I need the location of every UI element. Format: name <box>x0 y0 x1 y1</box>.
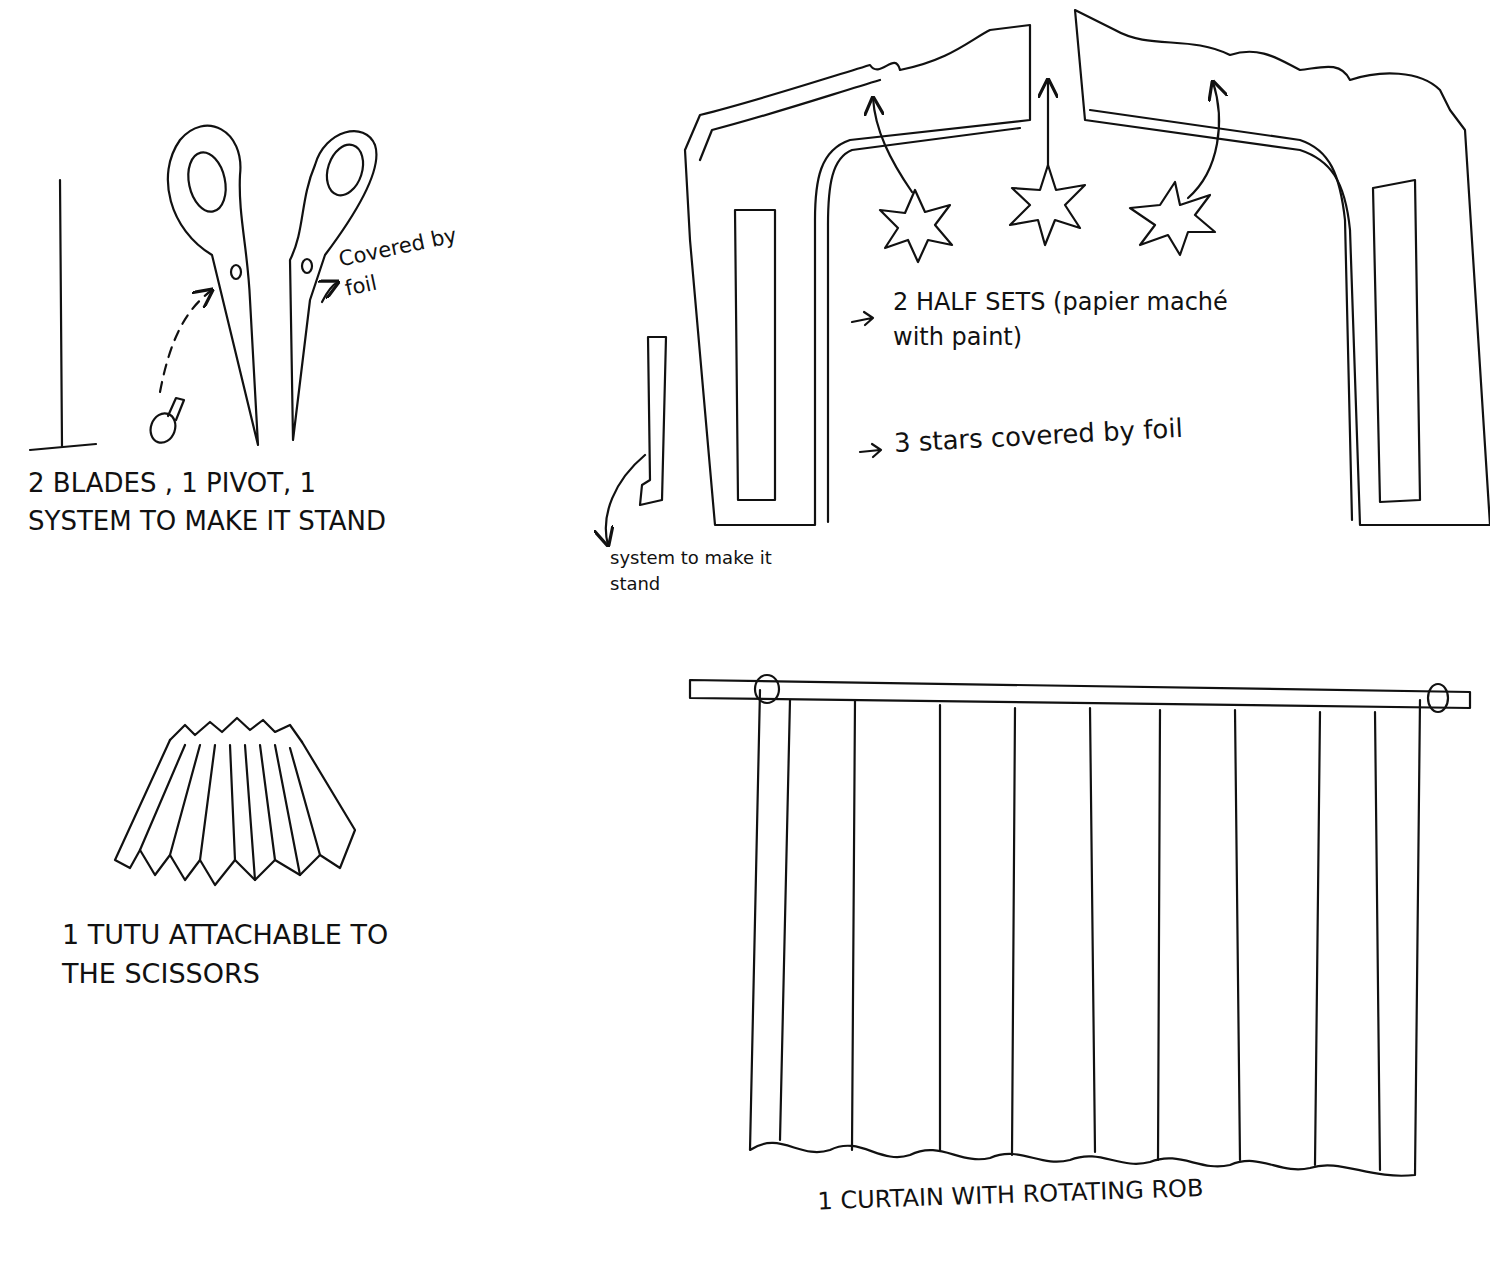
arrow-mark <box>852 312 873 325</box>
set-stand <box>606 337 666 545</box>
leader-line <box>322 282 338 302</box>
pivot-screw <box>147 290 212 446</box>
note-label: 1 CURTAIN WITH ROTATING ROB <box>800 1170 1221 1219</box>
note-label: 2 BLADES , 1 PIVOT, 1 SYSTEM TO MAKE IT … <box>28 465 400 540</box>
stars <box>873 80 1219 262</box>
tutu-sketch <box>115 718 355 885</box>
note-label: 3 stars covered by foil <box>893 406 1254 462</box>
note-label: Covered by foil <box>336 220 466 304</box>
note-label: 2 HALF SETS (papier maché with paint) <box>893 285 1243 355</box>
arrow-mark <box>860 444 881 457</box>
note-label: system to make it stand <box>610 545 780 597</box>
curtain-sketch <box>690 675 1470 1176</box>
set-halves <box>685 10 1490 525</box>
stand-sketch <box>30 180 96 450</box>
note-label: 1 TUTU ATTACHABLE TO THE SCISSORS <box>62 915 422 993</box>
